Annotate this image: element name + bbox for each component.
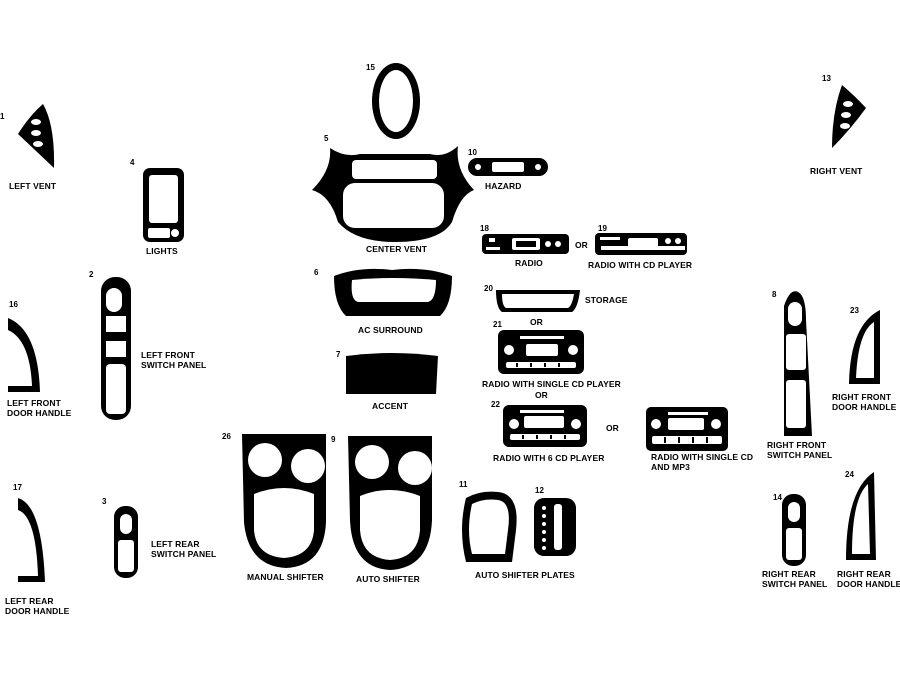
- label-radio: RADIO: [515, 258, 543, 268]
- radio-part: [482, 234, 569, 254]
- radio-with-6-cd-player-part: [503, 405, 587, 447]
- part-number-26: 26: [222, 432, 231, 441]
- label-accent: ACCENT: [372, 401, 409, 411]
- label-left-rear-door-handle: LEFT REAR DOOR HANDLE: [5, 596, 70, 616]
- auto-shifter-part: [348, 436, 432, 570]
- part-number-21: 21: [493, 320, 502, 329]
- part-12: [534, 498, 576, 556]
- part-number-17: 17: [13, 483, 22, 492]
- label-radio-with-cd-player: RADIO WITH CD PLAYER: [588, 260, 693, 270]
- radio-with-cd-part: [595, 233, 687, 255]
- part-number-10: 10: [468, 148, 477, 157]
- part-number-6: 6: [314, 268, 319, 277]
- part-number-13: 13: [822, 74, 831, 83]
- storage-part: [496, 290, 580, 312]
- part-number-4: 4: [130, 158, 135, 167]
- label-radio-with-single-cd-and-mp3: RADIO WITH SINGLE CD AND MP3: [651, 452, 754, 472]
- label-lights: LIGHTS: [146, 246, 178, 256]
- label-radio-with-6-cd-player: RADIO WITH 6 CD PLAYER: [493, 453, 605, 463]
- left-rear-door-handle-part: [18, 498, 45, 582]
- label-radio-with-single-cd-player: RADIO WITH SINGLE CD PLAYER: [482, 379, 621, 389]
- right-front-switch-panel-part: [784, 291, 812, 436]
- label-left-rear-switch-panel: LEFT REAR SWITCH PANEL: [151, 539, 217, 559]
- part-number-2: 2: [89, 270, 94, 279]
- or-connector-storage: OR: [530, 317, 543, 327]
- right-rear-switch-panel-part: [782, 494, 806, 566]
- lights-part: [143, 168, 184, 242]
- part-number-16: 16: [9, 300, 18, 309]
- right-rear-door-handle-part: [846, 472, 876, 560]
- label-right-front-door-handle: RIGHT FRONT DOOR HANDLE: [832, 392, 897, 412]
- part-number-1: 1: [0, 112, 5, 121]
- auto-shifter-plate-part: [462, 491, 517, 562]
- label-right-rear-door-handle: RIGHT REAR DOOR HANDLE: [837, 569, 900, 589]
- left-rear-switch-panel-part: [114, 506, 138, 578]
- center-vent-part: [312, 146, 474, 242]
- part-number-22: 22: [491, 400, 500, 409]
- right-vent-part: [832, 85, 866, 148]
- label-hazard: HAZARD: [485, 181, 522, 191]
- part-number-9: 9: [331, 435, 336, 444]
- accent-part: [346, 353, 438, 394]
- part-number-19: 19: [598, 224, 607, 233]
- right-front-door-handle-part: [849, 310, 880, 384]
- ac-surround-part: [334, 268, 452, 316]
- label-center-vent: CENTER VENT: [366, 244, 428, 254]
- left-front-switch-panel-part: [101, 277, 131, 420]
- part-number-5: 5: [324, 134, 329, 143]
- part-15: [372, 63, 420, 139]
- radio-with-single-cd-and-mp3-part: [646, 407, 728, 451]
- part-number-7: 7: [336, 350, 341, 359]
- label-storage: STORAGE: [585, 295, 628, 305]
- part-number-11: 11: [459, 480, 468, 489]
- label-manual-shifter: MANUAL SHIFTER: [247, 572, 324, 582]
- part-number-12: 12: [535, 486, 544, 495]
- label-left-front-switch-panel: LEFT FRONT SWITCH PANEL: [141, 350, 207, 370]
- or-connector-radio: OR: [575, 240, 588, 250]
- part-number-24: 24: [845, 470, 854, 479]
- label-right-vent: RIGHT VENT: [810, 166, 863, 176]
- manual-shifter-part: [242, 434, 326, 568]
- radio-with-single-cd-player-part: [498, 330, 584, 374]
- part-number-20: 20: [484, 284, 493, 293]
- label-left-vent: LEFT VENT: [9, 181, 57, 191]
- label-auto-shifter: AUTO SHIFTER: [356, 574, 420, 584]
- or-connector-6cd: OR: [606, 423, 619, 433]
- hazard-part: [468, 158, 548, 176]
- label-right-rear-switch-panel: RIGHT REAR SWITCH PANEL: [762, 569, 828, 589]
- part-number-14: 14: [773, 493, 782, 502]
- or-connector-single-cd: OR: [535, 390, 548, 400]
- left-vent-part: [18, 104, 55, 168]
- label-auto-shifter-plates: AUTO SHIFTER PLATES: [475, 570, 575, 580]
- part-number-3: 3: [102, 497, 107, 506]
- part-number-23: 23: [850, 306, 859, 315]
- part-number-8: 8: [772, 290, 777, 299]
- part-number-15: 15: [366, 63, 375, 72]
- label-ac-surround: AC SURROUND: [358, 325, 423, 335]
- part-number-18: 18: [480, 224, 489, 233]
- label-right-front-switch-panel: RIGHT FRONT SWITCH PANEL: [767, 440, 833, 460]
- label-left-front-door-handle: LEFT FRONT DOOR HANDLE: [7, 398, 72, 418]
- left-front-door-handle-part: [8, 318, 40, 392]
